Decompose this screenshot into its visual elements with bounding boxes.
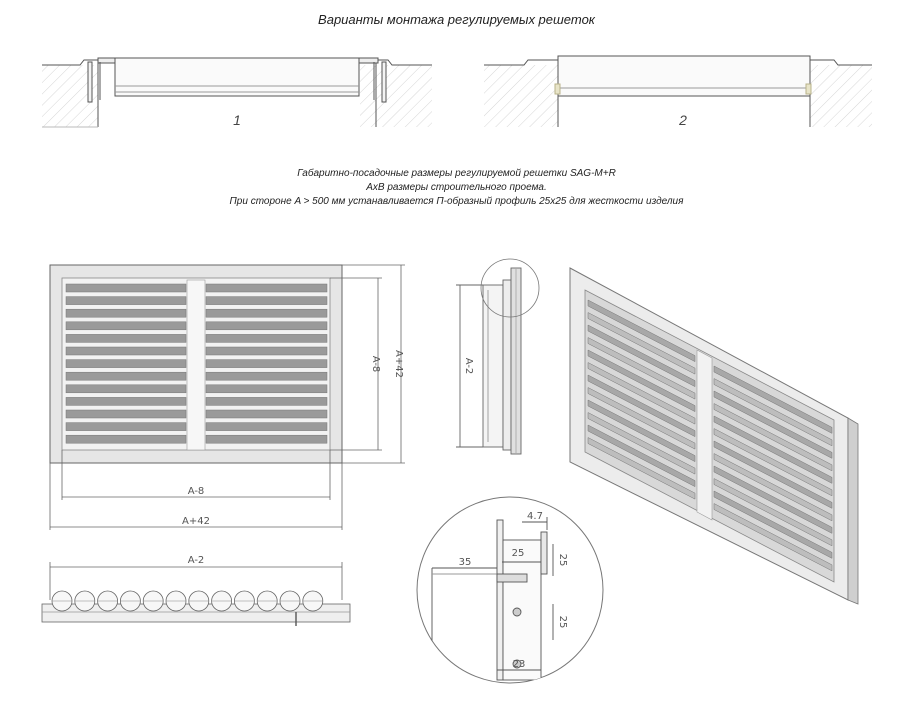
front-louver-slat	[65, 397, 187, 406]
perspective-louver-slat	[713, 428, 833, 497]
caption-line-3: При стороне A > 500 мм устанавливается П…	[229, 196, 684, 207]
page-title: Варианты монтажа регулируемых решеток	[318, 12, 595, 27]
perspective-louver-slat	[713, 503, 833, 572]
bottom-view	[41, 562, 351, 626]
perspective-louver-slat	[713, 440, 833, 509]
perspective-louver-slat	[713, 453, 833, 522]
front-width-outer-label: A+42	[182, 516, 210, 527]
caption-line-2: AxB размеры строительного проема.	[366, 182, 547, 193]
detail-top-label: 4.7	[527, 511, 543, 522]
perspective-louver-slat	[713, 415, 833, 484]
perspective-louver-slat	[587, 387, 696, 450]
caption-line-1: Габаритно-посадочные размеры регулируемо…	[297, 168, 616, 179]
front-louver-slat	[205, 334, 328, 343]
perspective-louver-slat	[713, 378, 833, 447]
perspective-louver-slats	[587, 299, 833, 572]
front-louver-slat	[65, 422, 187, 431]
perspective-louver-slat	[587, 349, 696, 413]
perspective-view	[569, 267, 859, 605]
front-louver-slats-left	[65, 283, 187, 444]
front-louver-slat	[65, 334, 187, 343]
perspective-louver-slat	[713, 403, 833, 472]
front-louver-slat	[205, 422, 328, 431]
front-louver-slat	[65, 434, 187, 444]
perspective-louver-slat	[587, 399, 696, 463]
perspective-louver-slat	[713, 465, 833, 534]
front-louver-slat	[65, 346, 187, 356]
front-louver-slat	[205, 346, 328, 356]
perspective-louver-slat	[713, 390, 833, 459]
mount-variant-2	[484, 55, 872, 127]
front-louver-slat	[205, 409, 328, 419]
perspective-louver-slat	[587, 424, 696, 488]
front-louver-slat	[205, 434, 328, 444]
side-height-label: A-2	[463, 358, 474, 375]
bottom-width-label: A-2	[188, 555, 205, 566]
front-view	[49, 264, 343, 464]
front-louver-slat	[65, 359, 187, 368]
detail-right-lower-label: 25	[557, 616, 568, 629]
front-louver-slat	[65, 283, 187, 293]
front-louver-slat	[65, 371, 187, 381]
front-louver-slat	[205, 371, 328, 381]
mount-variant-1-label: 1	[233, 112, 241, 128]
perspective-louver-slat	[587, 299, 696, 363]
perspective-louver-slat	[587, 437, 696, 500]
mount-variant-1	[42, 57, 432, 128]
detail-right-upper-label: 25	[557, 554, 568, 567]
perspective-louver-slat	[713, 478, 833, 547]
front-louver-slat	[65, 308, 187, 318]
front-louver-slat	[205, 296, 328, 305]
mount-variant-2-label: 2	[678, 112, 687, 128]
front-width-inner-label: A-8	[188, 486, 205, 497]
perspective-louver-slat	[587, 324, 696, 388]
front-louver-slat	[205, 359, 328, 368]
front-louver-slat	[205, 308, 328, 318]
perspective-louver-slat	[587, 374, 696, 438]
front-louver-slat	[65, 321, 187, 331]
front-louver-slat	[65, 384, 187, 394]
front-height-outer-label: A+42	[393, 350, 404, 378]
front-louver-slat	[65, 409, 187, 419]
perspective-louver-slat	[713, 365, 833, 434]
perspective-louver-slat	[587, 412, 696, 475]
side-view	[456, 258, 540, 455]
detail-bottom-label: 23	[513, 659, 526, 670]
detail-depth-label: 35	[459, 557, 472, 568]
detail-flange-label: 25	[512, 548, 525, 559]
front-louver-slat	[205, 283, 328, 293]
front-height-inner-label: A-8	[370, 356, 381, 373]
front-louver-slat	[65, 296, 187, 305]
perspective-louver-slat	[587, 337, 696, 400]
front-dimension-lines	[49, 264, 405, 530]
front-louver-slat	[205, 384, 328, 394]
front-louver-slats-right	[205, 283, 328, 444]
perspective-louver-slat	[587, 312, 696, 375]
drawing-caption: Габаритно-посадочные размеры регулируемо…	[0, 167, 913, 209]
front-louver-slat	[205, 397, 328, 406]
profile-detail-circle	[416, 496, 604, 684]
bottom-louver-rollers	[51, 590, 324, 612]
front-louver-slat	[205, 321, 328, 331]
perspective-louver-slat	[713, 490, 833, 559]
perspective-louver-slat	[587, 362, 696, 425]
